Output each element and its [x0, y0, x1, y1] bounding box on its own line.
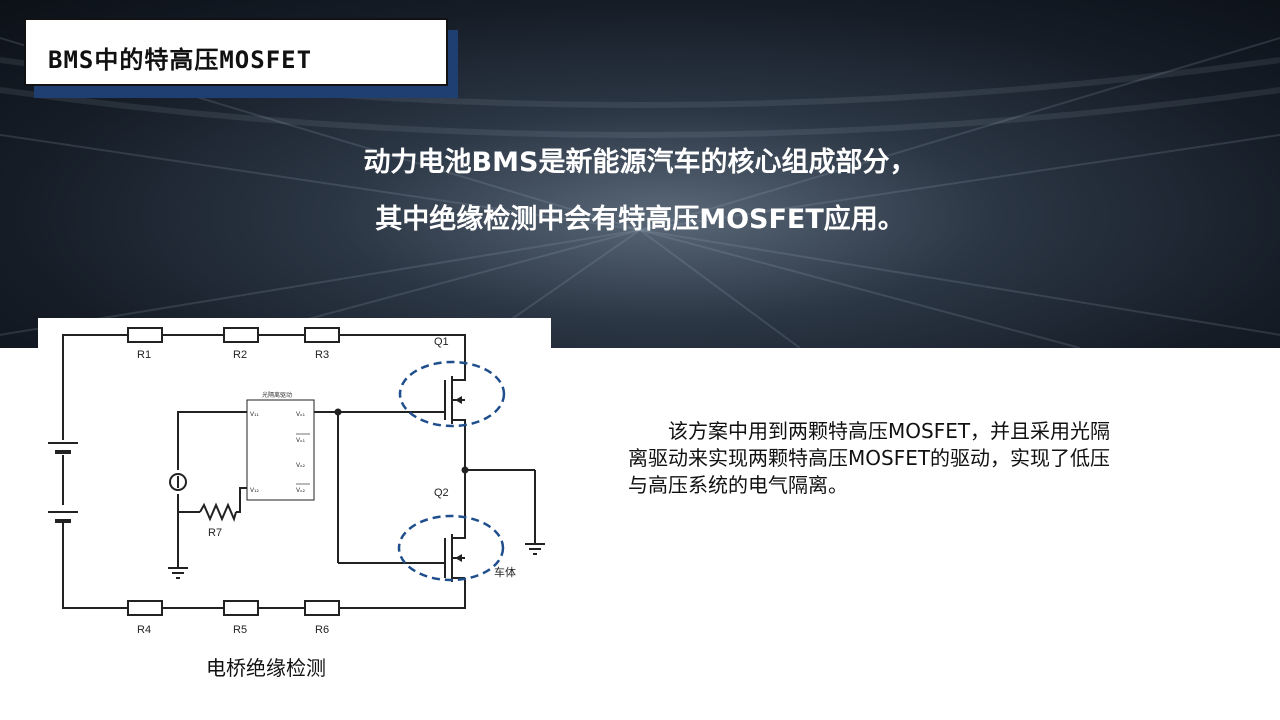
resistor-r7-zigzag	[199, 502, 237, 522]
headline-line-2: 其中绝缘检测中会有特高压MOSFET应用。	[375, 204, 905, 235]
pin-vo1-bar: Vₒ₁	[296, 437, 306, 444]
resistor-r1	[127, 327, 163, 343]
label-r5: R5	[233, 624, 247, 636]
label-r2: R2	[233, 349, 247, 361]
pin-vo1: Vₒ₁	[296, 411, 306, 418]
title-box: BMS中的特高压MOSFET	[24, 18, 448, 86]
label-r6: R6	[315, 624, 329, 636]
label-r4: R4	[137, 624, 151, 636]
current-source-symbol	[169, 473, 187, 491]
resistor-r2	[223, 327, 259, 343]
wire-bottom	[62, 520, 466, 609]
label-r1: R1	[137, 349, 151, 361]
optical-isolated-driver	[246, 399, 315, 501]
label-r3: R3	[315, 349, 329, 361]
resistor-r4	[127, 600, 163, 616]
q1-highlight-ring	[398, 360, 506, 428]
hero-background	[0, 0, 1280, 348]
description-paragraph: 该方案中用到两颗特高压MOSFET，并且采用光隔离驱动来实现两颗特高压MOSFE…	[628, 419, 1111, 497]
description-text: 该方案中用到两颗特高压MOSFET，并且采用光隔离驱动来实现两颗特高压MOSFE…	[628, 418, 1128, 499]
resistor-r5	[223, 600, 259, 616]
q2-highlight-ring	[397, 514, 505, 582]
label-driver: 光隔离驱动	[262, 391, 292, 399]
slide-title: BMS中的特高压MOSFET	[48, 46, 313, 74]
pin-vi1: V₁₁	[250, 411, 260, 418]
label-r7: R7	[208, 527, 222, 539]
resistor-r3	[304, 327, 340, 343]
pin-vo2-bar: Vₒ₂	[296, 487, 306, 494]
wire-top	[62, 334, 466, 440]
headline-line-1: 动力电池BMS是新能源汽车的核心组成部分，	[363, 147, 917, 178]
road-light-streaks	[0, 36, 1280, 348]
diagram-caption: 电桥绝缘检测	[206, 656, 326, 680]
pin-vo2: Vₒ₂	[296, 462, 306, 469]
pin-vi2: V₁₂	[250, 487, 260, 494]
bridge-insulation-circuit: R1 R2 R3 R4 R5 R6 R7 Q1 Q2 车体 光隔离驱动 V₁₁ …	[48, 327, 545, 636]
battery-symbols	[48, 442, 78, 523]
q2-arrow	[455, 554, 462, 562]
label-chassis: 车体	[494, 565, 516, 579]
ground-symbols	[168, 543, 545, 579]
q1-arrow	[455, 396, 462, 404]
label-q2: Q2	[434, 487, 449, 499]
label-q1: Q1	[434, 336, 449, 348]
circuit-diagram-panel: R1 R2 R3 R4 R5 R6 R7 Q1 Q2 车体 光隔离驱动 V₁₁ …	[38, 318, 551, 708]
resistor-r6	[304, 600, 340, 616]
